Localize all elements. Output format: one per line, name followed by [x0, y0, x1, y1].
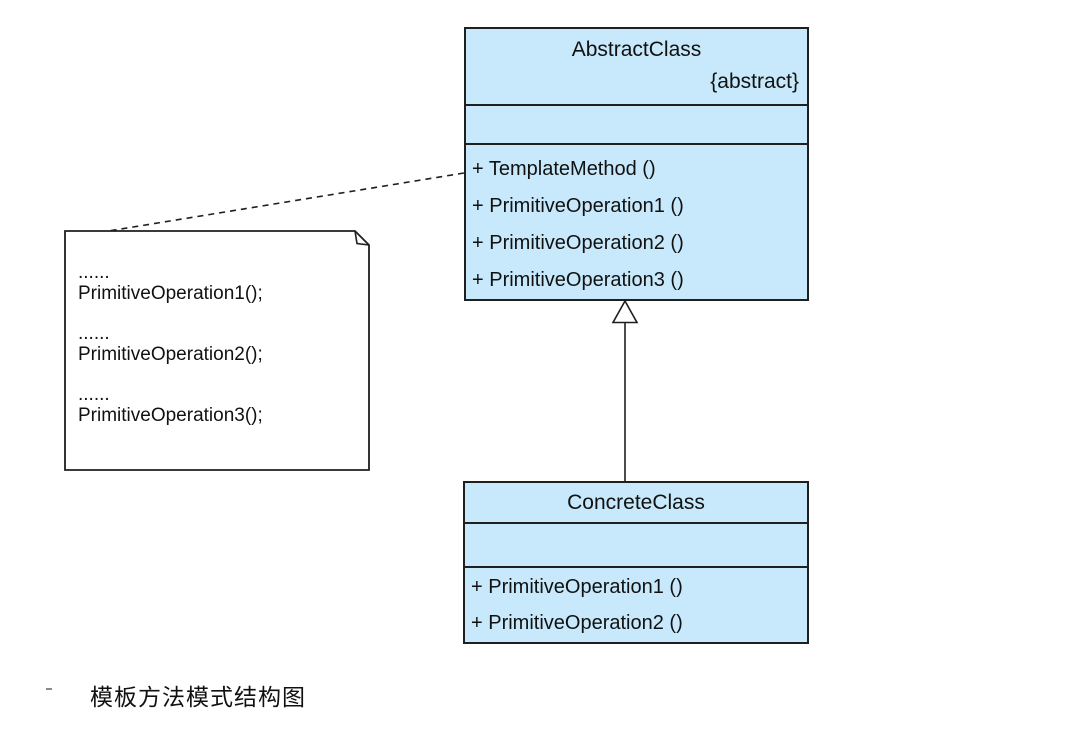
method-item: + PrimitiveOperation1 () — [471, 576, 683, 598]
note-line: PrimitiveOperation1(); — [78, 283, 263, 304]
concrete-class-box: ConcreteClass + PrimitiveOperation1 ()+ … — [463, 481, 809, 644]
method-item: + PrimitiveOperation1 () — [472, 195, 684, 217]
concrete-class-name: ConcreteClass — [567, 491, 705, 514]
inheritance-triangle-icon — [611, 299, 639, 324]
note-attachment-connector — [77, 172, 465, 237]
abstract-class-title-compartment: AbstractClass {abstract} — [466, 29, 807, 107]
method-item: + PrimitiveOperation2 () — [472, 232, 684, 254]
method-item: + PrimitiveOperation2 () — [471, 612, 683, 634]
note-fold-corner — [354, 230, 370, 246]
abstract-class-attributes-compartment — [466, 106, 807, 145]
caption-marker — [46, 688, 52, 690]
abstract-class-box: AbstractClass {abstract} + TemplateMetho… — [464, 27, 809, 301]
abstract-class-name: AbstractClass — [571, 38, 702, 61]
method-item: + PrimitiveOperation3 () — [472, 269, 684, 291]
concrete-class-methods-compartment: + PrimitiveOperation1 () + PrimitiveOpera… — [465, 568, 807, 642]
note-line: PrimitiveOperation3(); — [78, 405, 263, 426]
method-item: + TemplateMethod () — [472, 158, 656, 180]
note-text: ......PrimitiveOperation1();......Primit… — [78, 262, 358, 445]
abstract-class-methods-compartment: + TemplateMethod () + PrimitiveOperation1… — [466, 145, 807, 299]
concrete-class-attributes-compartment — [465, 524, 807, 568]
note-line: ...... — [78, 323, 110, 344]
note-line: ...... — [78, 262, 110, 283]
note-line: PrimitiveOperation2(); — [78, 344, 263, 365]
concrete-class-title-compartment: ConcreteClass — [465, 483, 807, 524]
abstract-class-stereotype: {abstract} — [710, 70, 799, 93]
note-line: ...... — [78, 384, 110, 405]
diagram-caption: 模板方法模式结构图 — [90, 685, 306, 710]
note-shape — [64, 230, 370, 471]
